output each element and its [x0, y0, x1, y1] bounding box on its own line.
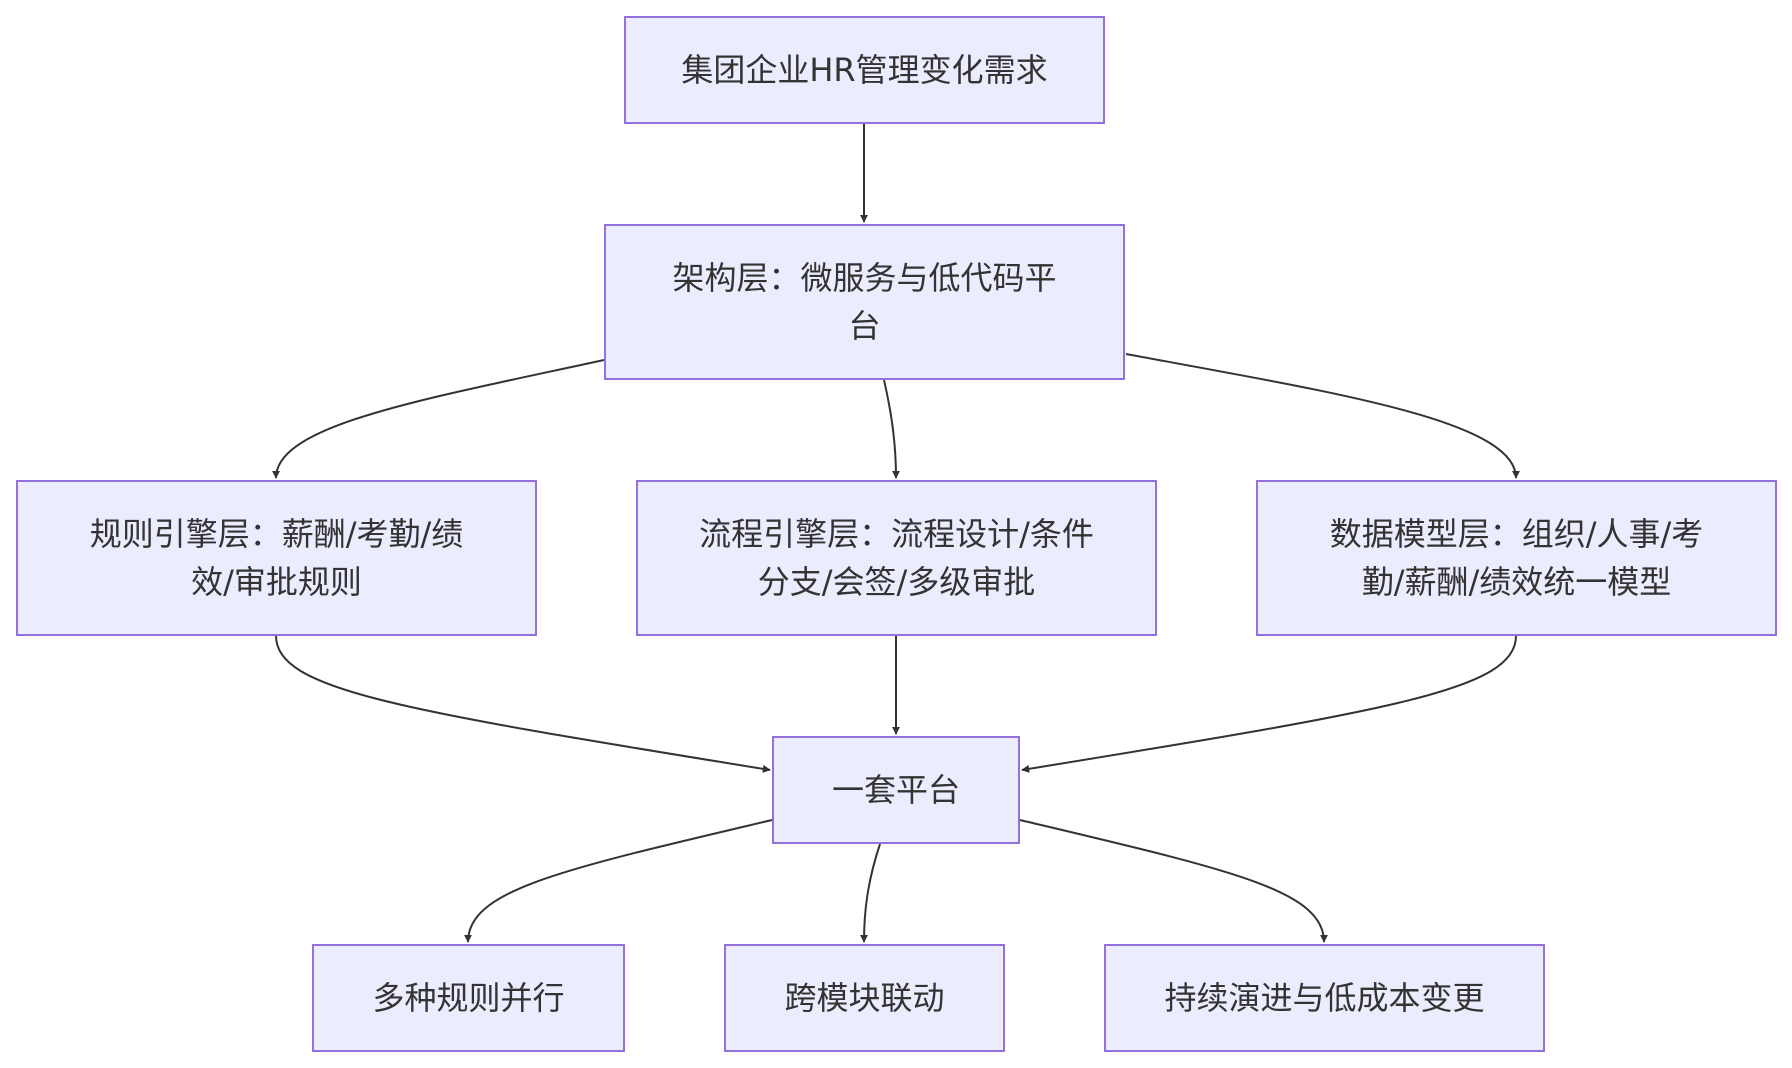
- node-parallel-rules-label: 多种规则并行: [372, 979, 565, 1017]
- edge-platform-to-parallel: [464, 819, 773, 943]
- node-single-platform: 一套平台: [772, 736, 1020, 844]
- edge-platform-to-evolution: [1019, 819, 1328, 943]
- edge-rules-to-platform: [275, 635, 771, 773]
- node-single-platform-label: 一套平台: [831, 771, 960, 809]
- node-cross-module-linkage-label: 跨模块联动: [784, 979, 945, 1017]
- edge-architecture-to-datamodel: [1125, 353, 1520, 479]
- edge-architecture-to-rules: [272, 359, 605, 479]
- node-cross-module-linkage: 跨模块联动: [724, 944, 1005, 1052]
- edge-datamodel-to-platform: [1021, 635, 1517, 773]
- node-continuous-evolution: 持续演进与低成本变更: [1104, 944, 1545, 1052]
- edge-architecture-to-workflow: [883, 379, 900, 479]
- node-parallel-rules: 多种规则并行: [312, 944, 625, 1052]
- node-data-model-layer-label: 数据模型层：组织/人事/考勤/薪酬/绩效统一模型: [1329, 515, 1704, 601]
- node-workflow-engine-layer-label: 流程引擎层：流程设计/条件分支/会签/多级审批: [699, 515, 1094, 601]
- node-architecture-layer-label: 架构层：微服务与低代码平台: [672, 259, 1057, 345]
- node-rule-engine-layer: 规则引擎层：薪酬/考勤/绩效/审批规则: [16, 480, 537, 636]
- node-data-model-layer: 数据模型层：组织/人事/考勤/薪酬/绩效统一模型: [1256, 480, 1777, 636]
- node-rule-engine-layer-label: 规则引擎层：薪酬/考勤/绩效/审批规则: [89, 515, 464, 601]
- node-hr-demand: 集团企业HR管理变化需求: [624, 16, 1105, 124]
- node-architecture-layer: 架构层：微服务与低代码平台: [604, 224, 1125, 380]
- edge-platform-to-linkage: [860, 843, 881, 943]
- node-continuous-evolution-label: 持续演进与低成本变更: [1164, 979, 1485, 1017]
- node-workflow-engine-layer: 流程引擎层：流程设计/条件分支/会签/多级审批: [636, 480, 1157, 636]
- node-hr-demand-label: 集团企业HR管理变化需求: [681, 51, 1048, 89]
